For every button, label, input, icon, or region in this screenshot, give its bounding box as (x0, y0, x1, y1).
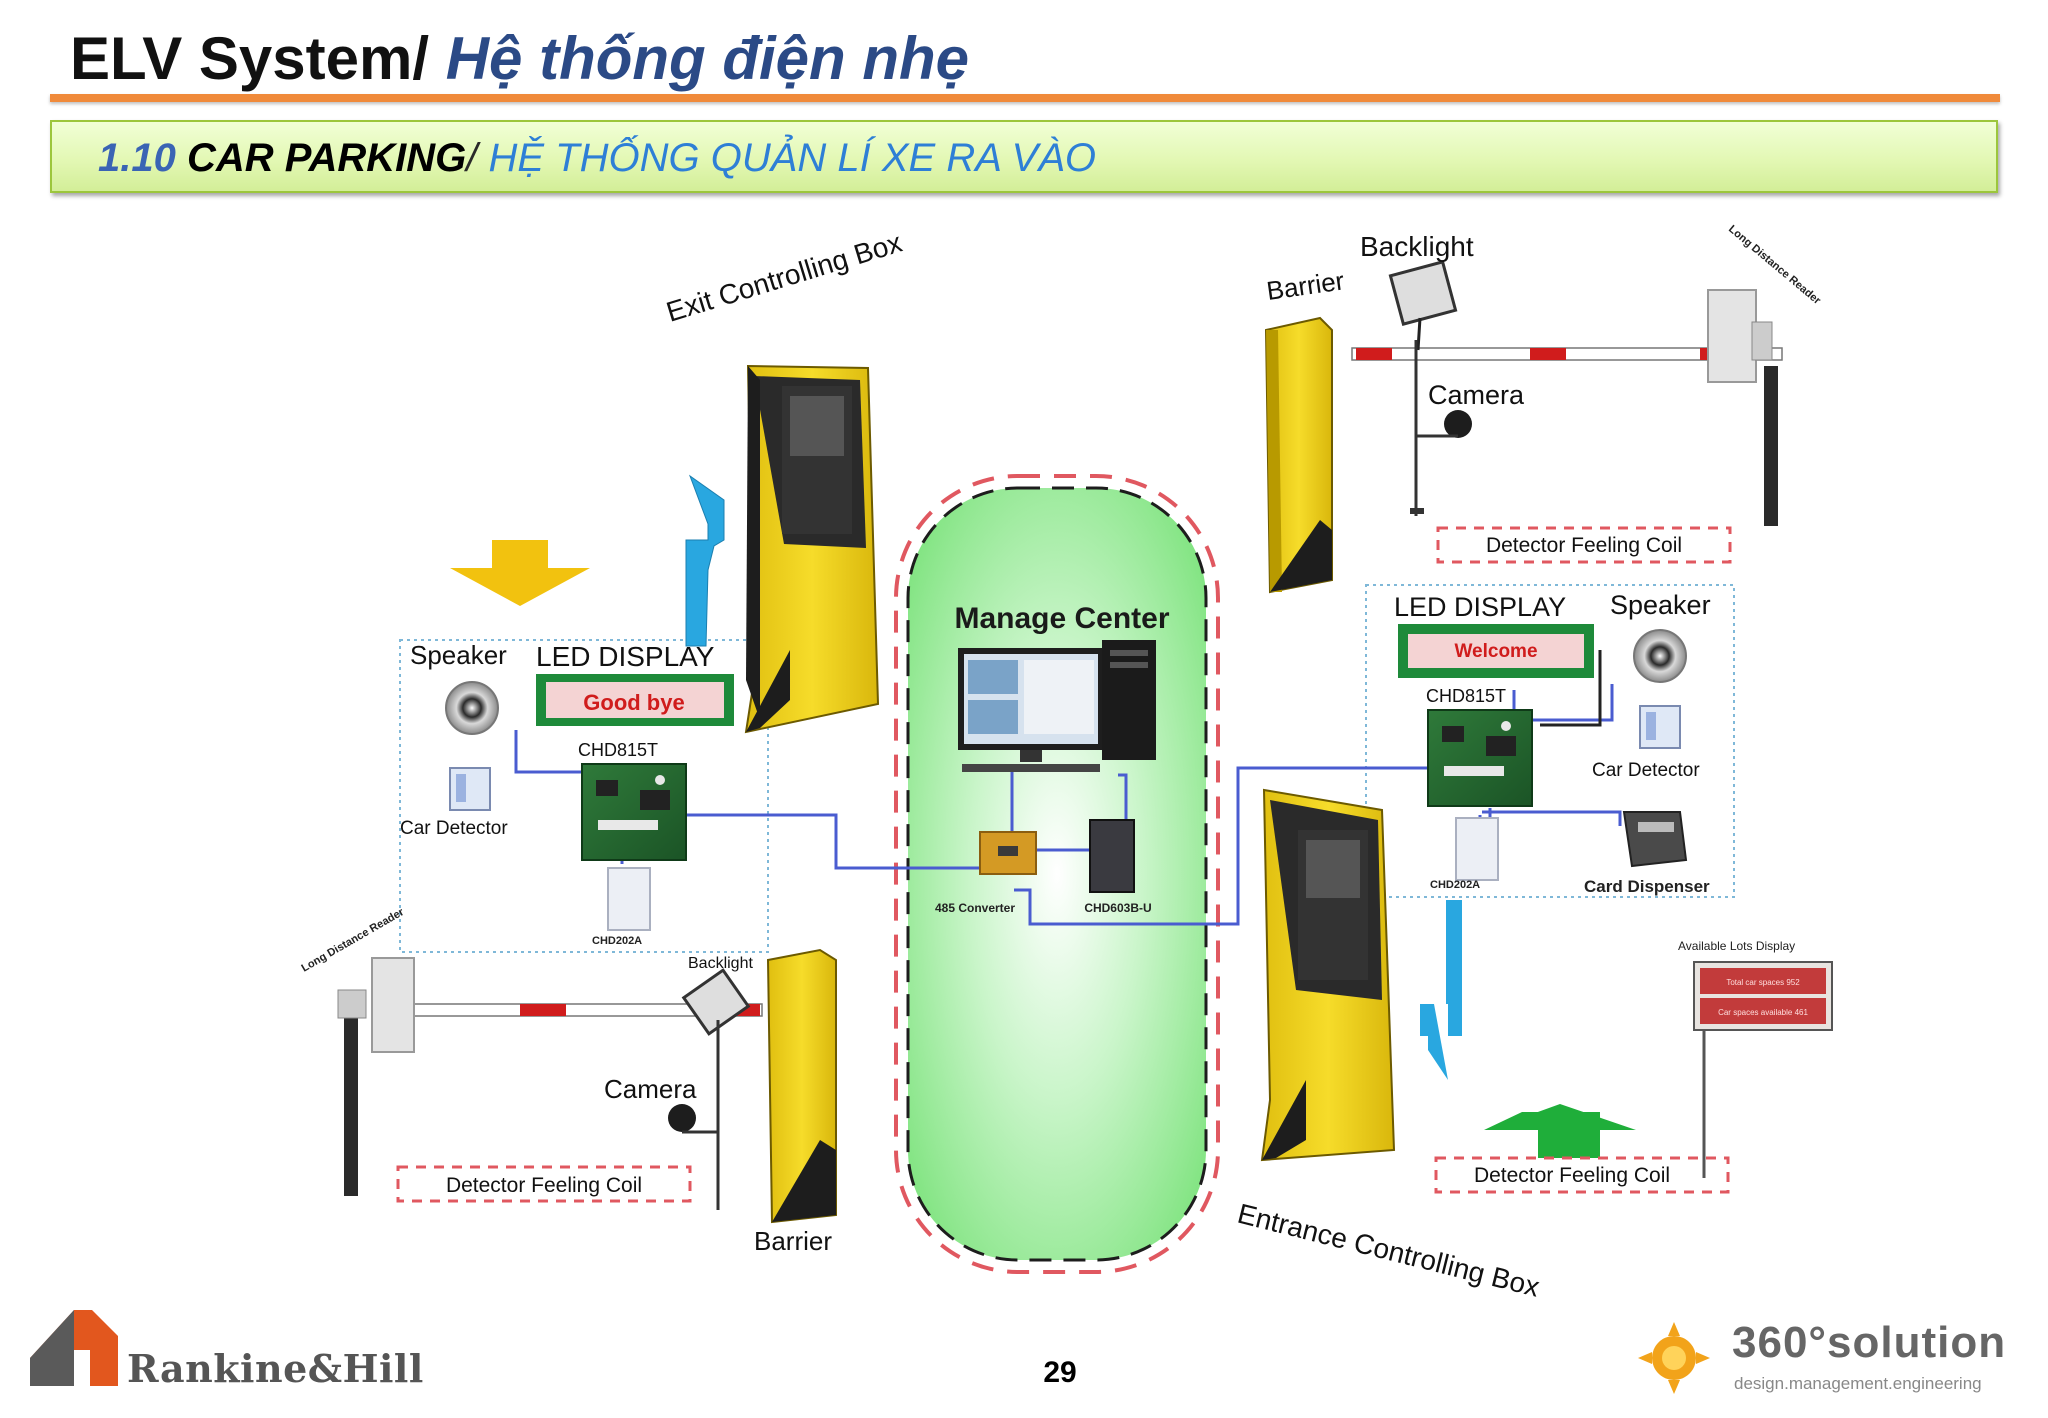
pc-tower-icon (1102, 640, 1156, 760)
lots-display-board (1693, 961, 1833, 1178)
left-reader-label: CHD202A (592, 935, 642, 947)
left-coil-frame (396, 1165, 692, 1203)
right-long-distance-reader (1707, 289, 1778, 526)
entrance-controlling-box (1260, 788, 1396, 1162)
right-barrier-label: Barrier (1265, 265, 1347, 306)
lots-line-2: Car spaces available 461 (1718, 1008, 1808, 1017)
right-bottom-coil-frame (1434, 1156, 1730, 1194)
right-controller-label: CHD815T (1426, 686, 1506, 706)
title-english: ELV System/ (70, 25, 430, 92)
entrance-box-label: Entrance Controlling Box (1235, 1198, 1543, 1303)
right-led-display (1398, 624, 1594, 678)
left-backlight-icon (681, 968, 751, 1036)
sun-logo-mark (1638, 1322, 1710, 1394)
section-separator: / (466, 136, 478, 180)
yellow-down-arrow (450, 540, 590, 606)
right-car-detector-label: Car Detector (1592, 760, 1700, 781)
converter-icon (979, 831, 1037, 875)
left-backlight-label: Backlight (688, 955, 753, 972)
right-speaker-icon (1633, 629, 1687, 683)
right-top-coil-frame (1436, 526, 1732, 564)
title-vietnamese: Hệ thống điện nhẹ (445, 25, 970, 92)
right-car-detector-icon (1639, 705, 1681, 749)
right-controller-board (1427, 709, 1533, 807)
right-top-coil-label: Detector Feeling Coil (1486, 534, 1682, 557)
left-coil-label: Detector Feeling Coil (446, 1174, 642, 1197)
section-title-vietnamese: HỆ THỐNG QUẢN LÍ XE RA VÀO (488, 136, 1097, 180)
page-title: ELV System/ Hệ thống điện nhẹ (70, 24, 969, 94)
center-card-reader-icon (1089, 819, 1135, 893)
right-camera-pole (1410, 340, 1472, 516)
section-title-english: CAR PARKING (186, 136, 467, 180)
right-led-label: LED DISPLAY (1394, 592, 1566, 622)
left-long-distance-reader (337, 957, 415, 1196)
left-led-message: Good bye (583, 690, 684, 715)
exit-box-label: Exit Controlling Box (663, 227, 906, 328)
blue-up-arrow-exit (685, 474, 725, 647)
blue-down-arrow-entrance (1420, 900, 1462, 1080)
right-backlight-label: Backlight (1360, 231, 1474, 262)
wiring-dark (1540, 650, 1602, 727)
lots-line-1: Total car spaces 952 (1726, 978, 1800, 987)
right-camera-label: Camera (1428, 380, 1525, 410)
right-led-message: Welcome (1454, 641, 1537, 662)
left-barrier-label: Barrier (754, 1226, 832, 1256)
card-dispenser-label: Card Dispenser (1584, 877, 1710, 896)
center-reader-label: CHD603B-U (1084, 901, 1151, 915)
left-car-detector-icon (449, 767, 491, 811)
green-up-arrow-head (1488, 1104, 1636, 1130)
right-reader-label: CHD202A (1430, 879, 1480, 891)
right-bottom-coil-label: Detector Feeling Coil (1474, 1164, 1670, 1187)
page-number: 29 (1043, 1356, 1077, 1389)
left-speaker-label: Speaker (410, 640, 507, 670)
left-car-detector-label: Car Detector (400, 818, 508, 839)
left-speaker-icon (445, 681, 499, 735)
left-led-label: LED DISPLAY (536, 641, 715, 672)
title-underline (50, 94, 2000, 102)
rankine-hill-logo: Rankine&Hill (30, 1302, 430, 1394)
left-controller-label: CHD815T (578, 740, 658, 760)
section-number: 1.10 (98, 136, 176, 180)
rankine-hill-logo-mark (30, 1310, 118, 1386)
section-banner: 1.10 CAR PARKING/ HỆ THỐNG QUẢN LÍ XE RA… (50, 120, 1998, 193)
rankine-hill-wordmark: Rankine&Hill (127, 1346, 424, 1391)
right-barrier-post (1264, 316, 1333, 594)
left-camera-label: Camera (604, 1074, 697, 1104)
card-dispenser-icon (1622, 811, 1688, 868)
left-card-reader (607, 867, 651, 931)
solution-360-logo: 360°solution design.management.engineeri… (1636, 1318, 2036, 1402)
exit-equipment-group (399, 639, 769, 953)
right-card-reader (1455, 817, 1499, 881)
right-backlight-icon (1388, 260, 1458, 351)
left-led-display (536, 674, 734, 726)
left-barrier-post (766, 948, 837, 1224)
section-heading: 1.10 CAR PARKING/ HỆ THỐNG QUẢN LÍ XE RA… (98, 134, 1096, 182)
monitor-icon (958, 648, 1104, 772)
converter-label: 485 Converter (935, 901, 1015, 915)
exit-controlling-box (744, 364, 880, 734)
manage-center-label: Manage Center (954, 602, 1169, 635)
solution-360-tagline: design.management.engineering (1734, 1374, 1982, 1393)
entrance-equipment-group (1365, 584, 1735, 898)
manage-center-zone (894, 474, 1220, 1274)
lots-display-label: Available Lots Display (1678, 939, 1795, 953)
right-speaker-label: Speaker (1610, 590, 1711, 620)
solution-360-brand: 360°solution (1732, 1318, 2007, 1367)
left-camera-pole (668, 1020, 720, 1210)
left-controller-board (581, 763, 687, 861)
